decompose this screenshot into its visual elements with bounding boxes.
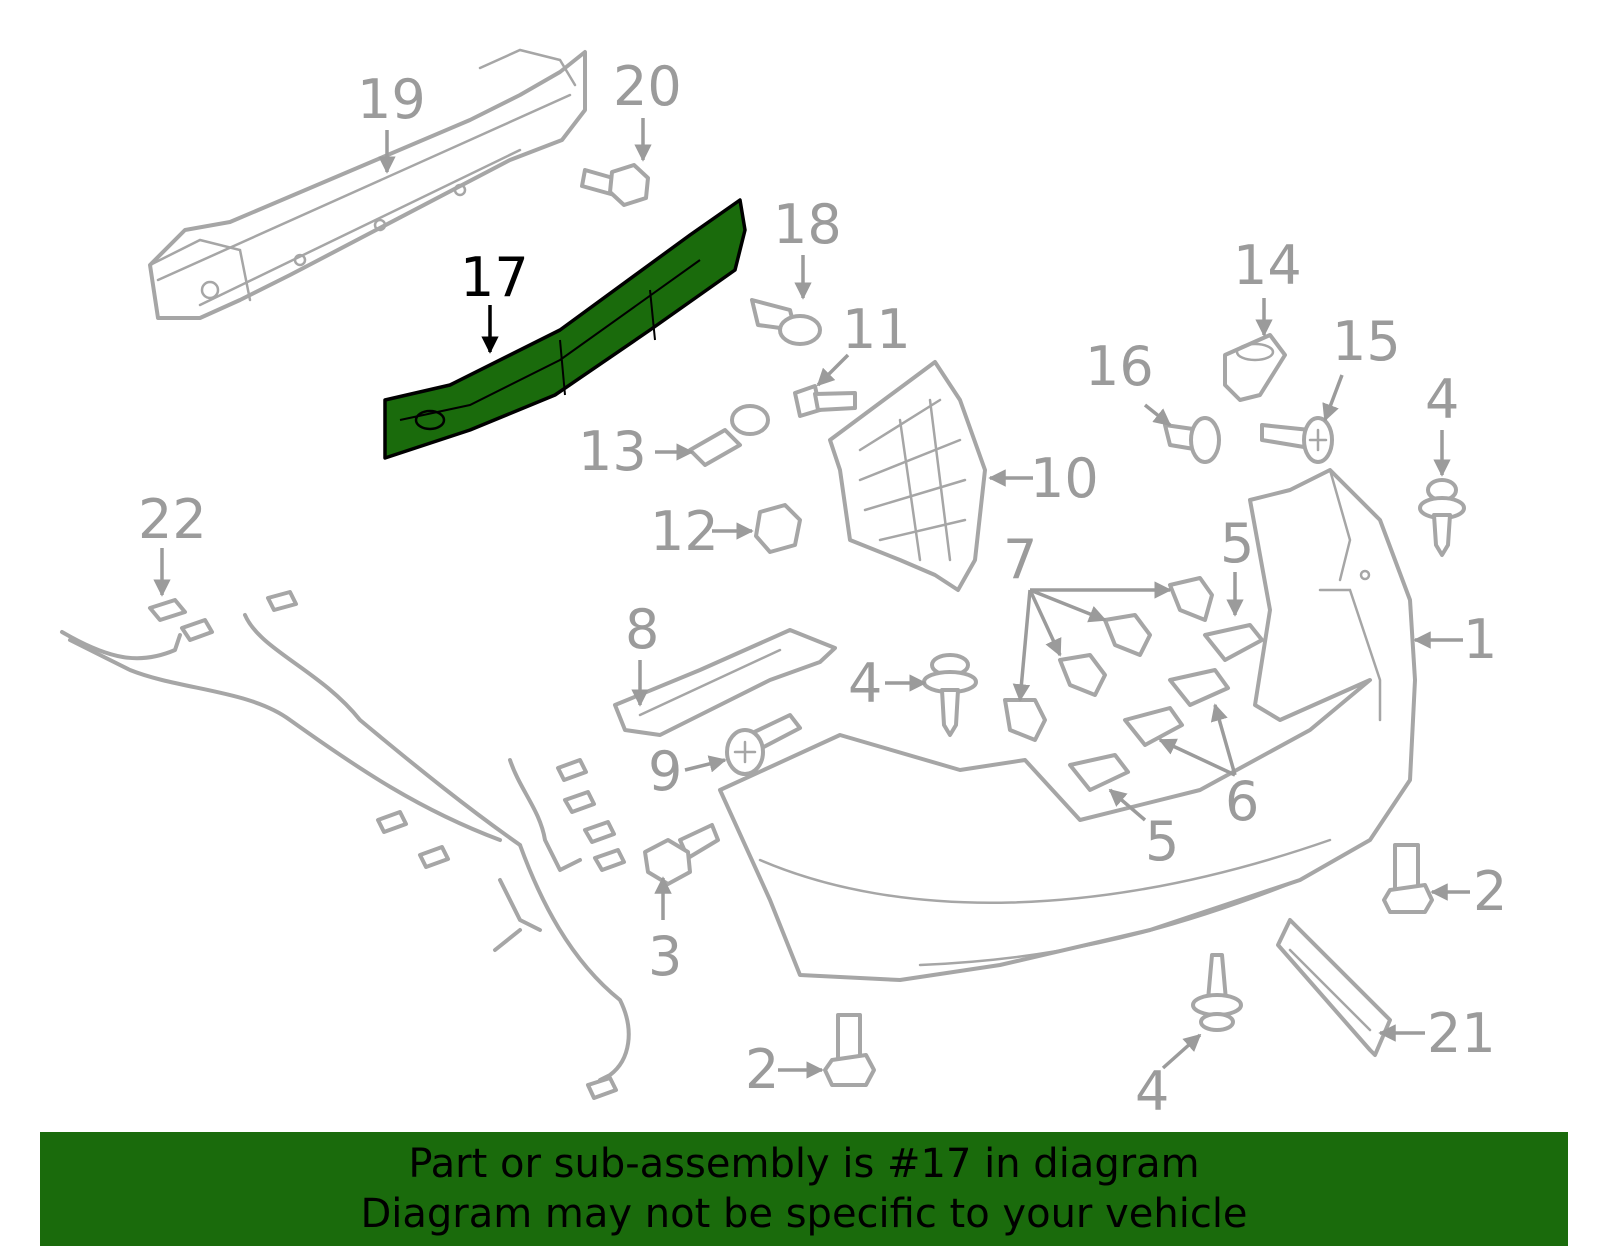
callout-19: 19 (357, 68, 426, 131)
bracket-part-10 (828, 360, 987, 592)
callout-arrows (153, 118, 1470, 1079)
energy-absorber-part-17 (383, 198, 747, 460)
banner-line-1: Part or sub-assembly is #17 in diagram (408, 1141, 1200, 1187)
callout-4-bottom: 4 (1135, 1060, 1169, 1123)
banner-line-2: Diagram may not be specific to your vehi… (360, 1191, 1248, 1237)
reinforcement-beam-part-19 (148, 48, 587, 320)
callout-5-top: 5 (1220, 512, 1254, 575)
bolt-part-11 (793, 384, 857, 418)
screw-part-15 (1260, 416, 1334, 464)
push-pin-part-4-top (1418, 478, 1466, 557)
callout-8: 8 (625, 598, 659, 661)
callout-20: 20 (613, 55, 682, 118)
callout-13: 13 (578, 420, 647, 483)
callout-labels: 19 20 17 18 11 13 12 10 14 16 15 4 1 5 7… (138, 55, 1507, 1123)
callout-11: 11 (842, 298, 911, 361)
callout-4-top: 4 (1425, 368, 1459, 431)
push-pin-part-18 (750, 298, 822, 346)
callout-16: 16 (1085, 335, 1154, 398)
callout-9: 9 (648, 740, 682, 803)
bracket-part-8 (613, 628, 837, 737)
sensor-holder-part-14 (1223, 333, 1287, 402)
callout-3: 3 (648, 925, 682, 988)
screw-part-9 (725, 713, 802, 776)
callout-7: 7 (1003, 528, 1037, 591)
push-pin-part-4-bottom (1191, 953, 1243, 1032)
callout-21: 21 (1427, 1002, 1496, 1065)
callout-15: 15 (1332, 310, 1401, 373)
push-pin-part-13 (688, 404, 770, 467)
reflector-part-21 (1276, 918, 1392, 1057)
callout-6: 6 (1225, 770, 1259, 833)
callout-14: 14 (1233, 234, 1302, 297)
info-banner: Part or sub-assembly is #17 in diagram D… (40, 1132, 1568, 1246)
callout-4-middle: 4 (848, 652, 882, 715)
wiring-harness-part-22 (60, 590, 631, 1100)
callout-5-bottom: 5 (1145, 810, 1179, 873)
bolt-part-3 (643, 823, 720, 886)
callout-1: 1 (1463, 608, 1497, 671)
push-pin-part-16 (1163, 416, 1221, 464)
clips-part-7 (1003, 576, 1214, 742)
bumper-cover-part-1 (718, 468, 1417, 982)
callout-18: 18 (773, 193, 842, 256)
bolt-part-2-bottom (823, 1013, 876, 1087)
clips-part-5-6 (1068, 623, 1264, 792)
bolt-part-20 (580, 163, 650, 207)
callout-2-right: 2 (1473, 860, 1507, 923)
callout-2-bottom: 2 (745, 1038, 779, 1101)
push-pin-part-4-middle (922, 653, 978, 737)
callout-12: 12 (650, 500, 719, 563)
callout-10: 10 (1030, 447, 1099, 510)
callout-17: 17 (460, 246, 529, 309)
nut-part-12 (754, 503, 802, 554)
callout-22: 22 (138, 488, 207, 551)
bolt-part-2-right (1382, 843, 1434, 914)
